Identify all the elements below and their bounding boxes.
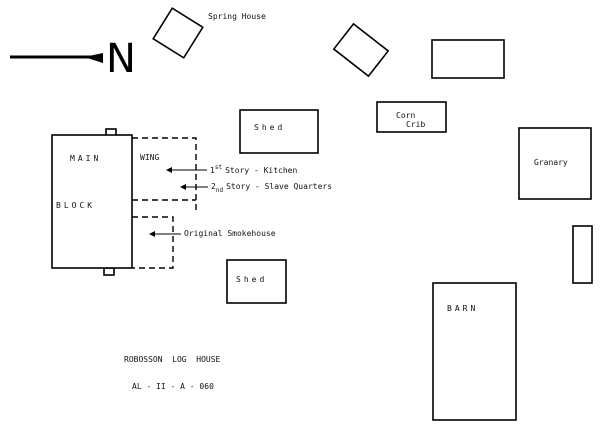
caption-title: ROBOSSON LOG HOUSE xyxy=(124,355,221,364)
smokehouse-outline xyxy=(132,216,174,269)
block-label: BLOCK xyxy=(56,201,95,210)
caption-code: AL - II - A - 060 xyxy=(132,382,214,391)
shed-lower-building xyxy=(226,259,287,304)
spring-house-label: Spring House xyxy=(208,12,266,21)
arrow-slave-quarters xyxy=(180,184,208,190)
granary-building xyxy=(518,127,592,200)
corn-crib-label-2: Crib xyxy=(406,120,425,129)
barn-building xyxy=(432,282,517,421)
north-arrow-head xyxy=(84,53,103,63)
arrow-kitchen xyxy=(166,167,207,173)
wing-outline-top xyxy=(132,137,197,212)
north-letter: N xyxy=(106,36,136,82)
chimney-bottom xyxy=(103,267,115,276)
wing-label: WING xyxy=(140,153,159,162)
small-outbuilding-right xyxy=(572,225,593,284)
spring-house-building xyxy=(152,7,204,59)
smokehouse-label: Original Smokehouse xyxy=(184,229,276,238)
north-arrow: N xyxy=(10,36,136,82)
outbuilding-rotated xyxy=(332,22,390,78)
barn-label: BARN xyxy=(447,304,478,313)
main-label: MAIN xyxy=(70,154,101,163)
shed-upper-label: Shed xyxy=(254,123,285,132)
corn-crib-label-1: Corn xyxy=(396,111,415,120)
arrow-smokehouse xyxy=(149,231,181,237)
shed-lower-label: Shed xyxy=(236,275,267,284)
corn-crib-building xyxy=(376,101,447,133)
main-block-building xyxy=(51,134,133,269)
granary-label: Granary xyxy=(534,158,568,167)
shed-upper-building xyxy=(239,109,319,154)
outbuilding-top-right xyxy=(431,39,505,79)
